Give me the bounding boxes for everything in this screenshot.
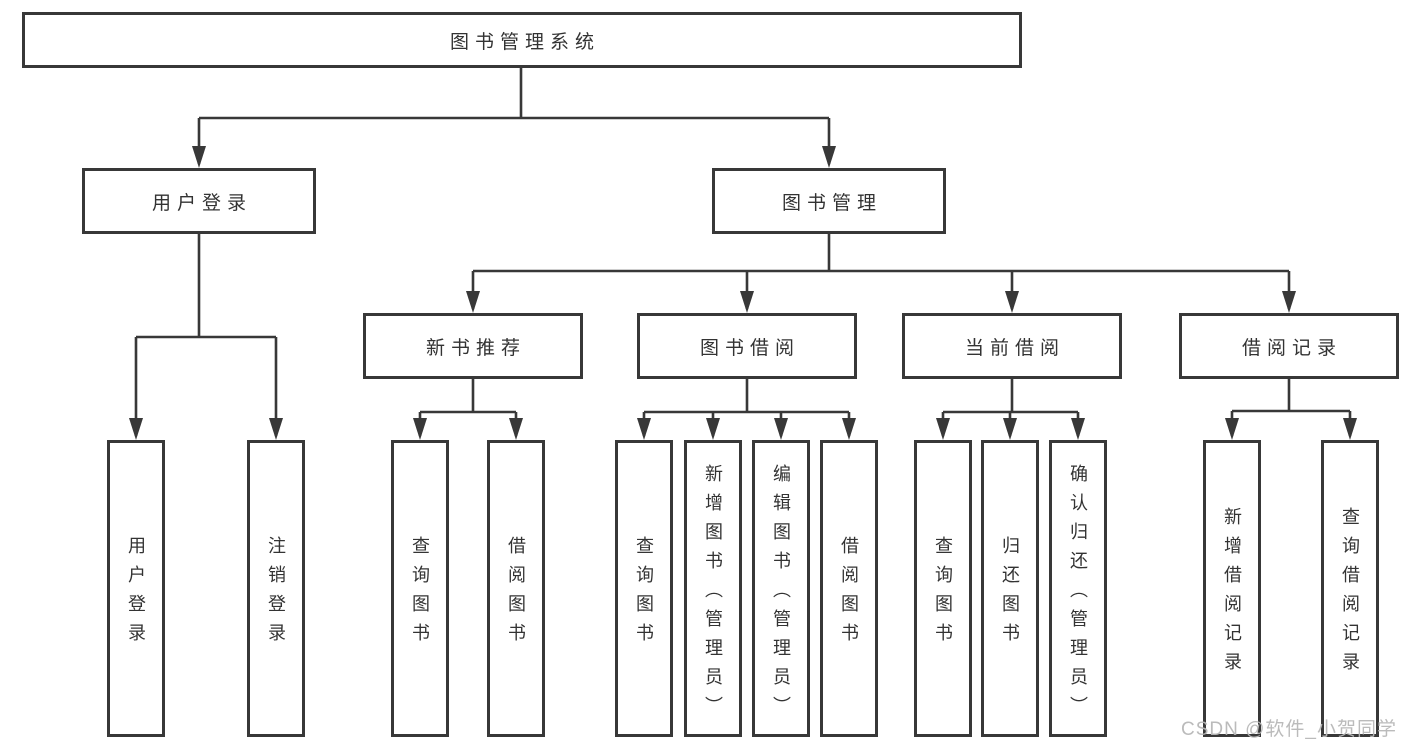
leaf-bb-add-books-admin: 新增图书（管理员）	[684, 440, 742, 737]
leaf-label: 查询图书	[634, 536, 654, 652]
arrowhead	[1282, 291, 1296, 313]
leaf-cb-return-books: 归还图书	[981, 440, 1039, 737]
arrowhead	[192, 146, 206, 168]
leaf-br-add-record: 新增借阅记录	[1203, 440, 1261, 737]
arrowhead	[1071, 418, 1085, 440]
connector-root-to-level2	[197, 68, 831, 164]
arrowhead	[466, 291, 480, 313]
arrowhead	[1005, 291, 1019, 313]
leaf-label: 查询图书	[933, 536, 953, 652]
leaf-label: 借阅图书	[839, 536, 859, 652]
arrowhead	[129, 418, 143, 440]
leaf-label: 新增图书（管理员）	[703, 463, 723, 725]
node-label: 图书管理	[781, 192, 882, 214]
leaf-label: 编辑图书（管理员）	[771, 463, 791, 725]
arrowhead	[637, 418, 651, 440]
node-label: 用户登录	[151, 192, 252, 214]
arrowhead	[1225, 418, 1239, 440]
leaf-nbr-borrow-books: 借阅图书	[487, 440, 545, 737]
leaf-logout: 注销登录	[247, 440, 305, 737]
node-label: 图书管理系统	[449, 31, 600, 53]
node-new-book-recommend: 新书推荐	[363, 313, 583, 379]
csdn-watermark: CSDN @软件_小贺同学	[1181, 719, 1397, 740]
arrowhead	[842, 418, 856, 440]
arrowhead	[1343, 418, 1357, 440]
leaf-label: 新增借阅记录	[1222, 507, 1242, 681]
node-label: 借阅记录	[1241, 337, 1342, 359]
arrowhead	[936, 418, 950, 440]
node-current-borrow: 当前借阅	[902, 313, 1122, 379]
leaf-label: 用户登录	[126, 536, 146, 652]
leaf-label: 确认归还（管理员）	[1068, 463, 1088, 725]
connector-borrow-records-to-leaves	[1230, 379, 1352, 436]
node-label: 图书借阅	[699, 337, 800, 359]
arrowhead	[509, 418, 523, 440]
arrowhead	[740, 291, 754, 313]
arrowhead	[706, 418, 720, 440]
leaf-user-login: 用户登录	[107, 440, 165, 737]
leaf-label: 查询图书	[410, 536, 430, 652]
node-root-library-system: 图书管理系统	[22, 12, 1022, 68]
node-book-management: 图书管理	[712, 168, 946, 234]
arrowhead	[413, 418, 427, 440]
arrowhead	[774, 418, 788, 440]
leaf-bb-query-books: 查询图书	[615, 440, 673, 737]
node-label: 新书推荐	[425, 337, 526, 359]
arrowhead	[822, 146, 836, 168]
leaf-bb-edit-books-admin: 编辑图书（管理员）	[752, 440, 810, 737]
connector-book-borrow-to-leaves	[642, 379, 851, 436]
node-user-login: 用户登录	[82, 168, 316, 234]
node-borrow-records: 借阅记录	[1179, 313, 1399, 379]
leaf-label: 归还图书	[1000, 536, 1020, 652]
leaf-label: 查询借阅记录	[1340, 507, 1360, 681]
connector-user-login-to-leaves	[134, 234, 278, 436]
connector-new-book-recommend-to-leaves	[418, 379, 518, 436]
arrowhead	[1003, 418, 1017, 440]
leaf-cb-confirm-return-admin: 确认归还（管理员）	[1049, 440, 1107, 737]
node-label: 当前借阅	[964, 337, 1065, 359]
leaf-label: 借阅图书	[506, 536, 526, 652]
leaf-bb-borrow-books: 借阅图书	[820, 440, 878, 737]
connector-book-management-to-level3	[471, 234, 1291, 309]
node-book-borrow: 图书借阅	[637, 313, 857, 379]
leaf-label: 注销登录	[266, 536, 286, 652]
edge-strokes	[134, 68, 1352, 436]
arrowhead	[269, 418, 283, 440]
leaf-nbr-query-books: 查询图书	[391, 440, 449, 737]
arrowheads	[129, 146, 1357, 440]
leaf-br-query-record: 查询借阅记录	[1321, 440, 1379, 737]
leaf-cb-query-books: 查询图书	[914, 440, 972, 737]
